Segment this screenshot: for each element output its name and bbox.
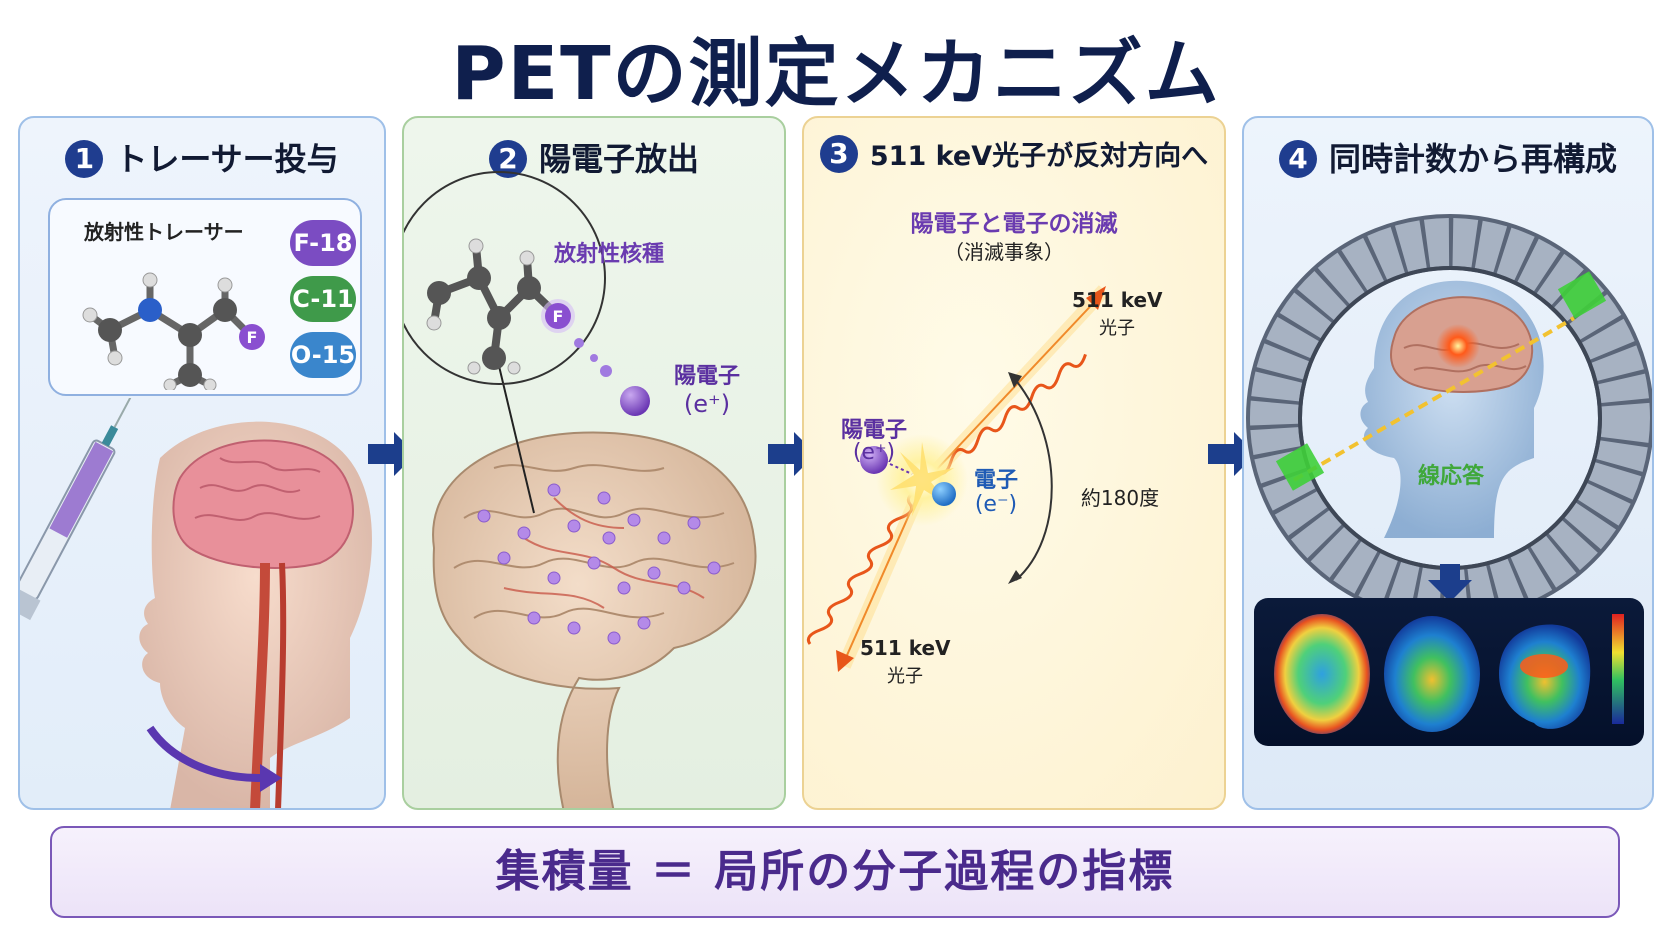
- electron-label: 電子: [973, 468, 1018, 493]
- step-2-label: 陽電子放出: [538, 140, 699, 178]
- step-4-title: 4 同時計数から再構成: [1244, 134, 1652, 180]
- positron-emission-illustration: F: [404, 171, 757, 808]
- annihilation-illustration: [806, 285, 1110, 672]
- injection-arrow: [146, 725, 261, 782]
- lor-label: 線応答: [1417, 464, 1484, 489]
- step-1-label: トレーサー投与: [115, 140, 339, 178]
- tracer-molecule: F: [82, 272, 265, 390]
- step-1-number: 1: [65, 140, 104, 178]
- positron-symbol-3: (e⁺): [852, 440, 896, 465]
- photon-top-label: 光子: [1099, 318, 1135, 339]
- tracer-box: 放射性トレーサー: [48, 198, 362, 396]
- step-4-number: 4: [1278, 140, 1317, 178]
- pet-scanner-illustration: [1246, 214, 1652, 746]
- photon-top-energy: 511 keV: [1072, 288, 1163, 312]
- angle-label: 約180度: [1080, 486, 1160, 510]
- positron-label-3: 陽電子: [840, 418, 907, 443]
- summary-bar: 集積量 ＝ 局所の分子過程の指標: [50, 826, 1620, 918]
- positron-symbol: (e⁺): [683, 390, 731, 418]
- step-4-label: 同時計数から再構成: [1328, 140, 1617, 178]
- step-3-title: 3 511 keV光子が反対方向へ: [804, 134, 1224, 173]
- syringe: [20, 398, 142, 621]
- page-title: PETの測定メカニズム: [451, 31, 1221, 117]
- step-3-number: 3: [819, 135, 858, 173]
- nuclide-fluorine-label: F: [553, 307, 564, 326]
- photon-bottom-energy: 511 keV: [860, 636, 951, 660]
- tracer-label: 放射性トレーサー: [84, 220, 244, 244]
- annihilation-subtitle: （消滅事象）: [944, 240, 1064, 264]
- nuclide-label: 放射性核種: [554, 242, 665, 267]
- head-injection-illustration: [20, 398, 372, 808]
- panel-coincidence-reconstruction: 4 同時計数から再構成: [1242, 116, 1654, 810]
- photon-bottom-label: 光子: [887, 666, 923, 687]
- step-1-title: 1 トレーサー投与: [20, 134, 384, 180]
- tracer-fluorine-label: F: [247, 328, 258, 347]
- panel-annihilation: 3 511 keV光子が反対方向へ 陽電子と電子の消滅 （消滅事象）: [802, 116, 1226, 810]
- step-3-label: 511 keV光子が反対方向へ: [869, 141, 1209, 172]
- isotope-badge-c11: C-11: [290, 276, 356, 322]
- isotope-badge-o15: O-15: [290, 332, 356, 378]
- isotope-badge-f18: F-18: [290, 220, 356, 266]
- electron-symbol: (e⁻): [974, 492, 1018, 517]
- annihilation-title: 陽電子と電子の消滅: [910, 211, 1118, 237]
- panel-tracer-injection: 1 トレーサー投与 放射性トレーサー: [18, 116, 386, 810]
- summary-text: 集積量 ＝ 局所の分子過程の指標: [495, 846, 1175, 897]
- positron-label: 陽電子: [673, 364, 740, 389]
